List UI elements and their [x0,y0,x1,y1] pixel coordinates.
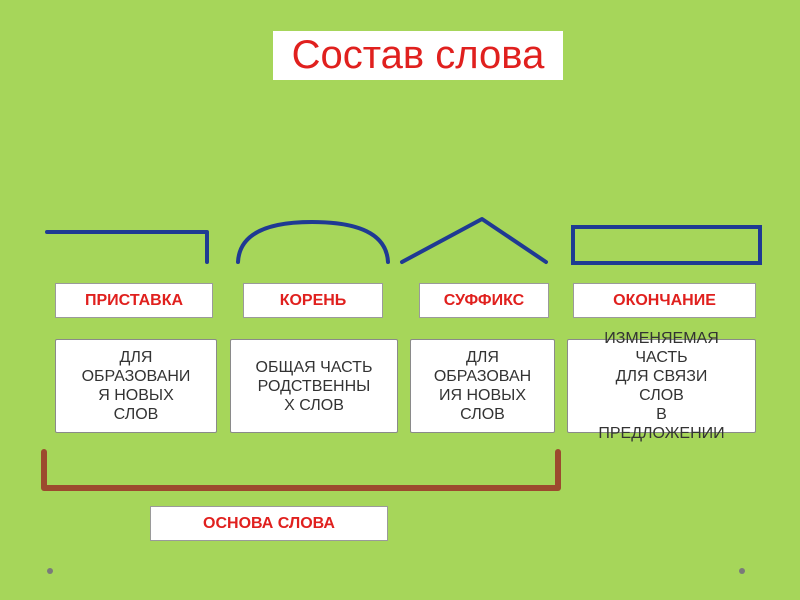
prefix-description: ДЛЯ ОБРАЗОВАНИ Я НОВЫХ СЛОВ [55,339,217,433]
stem-bracket [41,449,561,491]
root-description: ОБЩАЯ ЧАСТЬ РОДСТВЕННЫ Х СЛОВ [230,339,398,433]
ending-symbol [571,225,762,265]
decorative-dot [739,568,745,574]
suffix-symbol [400,217,548,264]
root-label: КОРЕНЬ [243,283,383,318]
page-title: Состав слова [273,31,563,80]
prefix-symbol [45,230,209,264]
root-symbol [236,219,390,264]
stem-label: ОСНОВА СЛОВА [150,506,388,541]
ending-description: ИЗМЕНЯЕМАЯ ЧАСТЬ ДЛЯ СВЯЗИ СЛОВ В ПРЕДЛО… [567,330,756,442]
suffix-label: СУФФИКС [419,283,549,318]
decorative-dot [47,568,53,574]
ending-label: ОКОНЧАНИЕ [573,283,756,318]
suffix-description: ДЛЯ ОБРАЗОВАН ИЯ НОВЫХ СЛОВ [410,339,555,433]
prefix-label: ПРИСТАВКА [55,283,213,318]
